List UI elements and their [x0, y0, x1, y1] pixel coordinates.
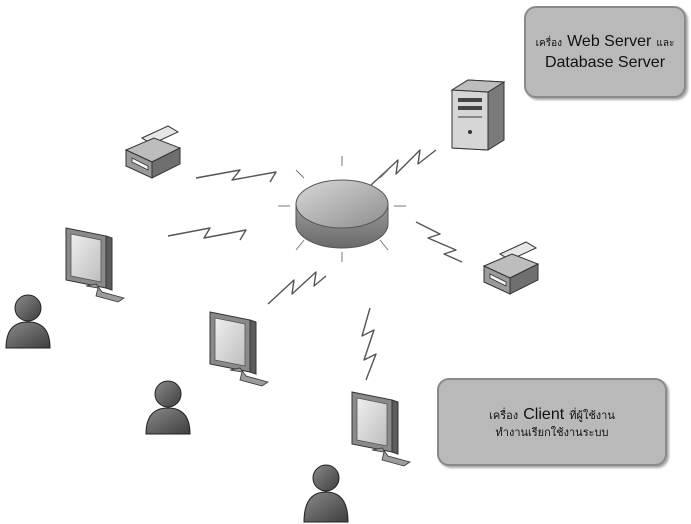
- server-icon: [450, 79, 506, 151]
- client-callout-suffix: ที่ผู้ใช้งาน: [569, 408, 615, 422]
- wireless-lightning-icon: [361, 307, 377, 381]
- user-icon: [5, 294, 51, 349]
- wireless-lightning-icon: [167, 227, 247, 241]
- client-callout-line2: ทำงานเรียกใช้งานระบบ: [495, 425, 609, 439]
- client-callout-line1: เครื่อง Client ที่ผู้ใช้งาน: [489, 404, 615, 426]
- client-callout: เครื่อง Client ที่ผู้ใช้งาน ทำงานเรียกใช…: [437, 378, 667, 466]
- wireless-lightning-icon: [195, 169, 277, 183]
- client-callout-client: Client: [523, 405, 565, 423]
- server-callout-conj: และ: [656, 37, 675, 49]
- wireless-lightning-icon: [415, 221, 463, 263]
- server-callout: เครื่อง Web Server และ Database Server: [524, 6, 686, 98]
- client-callout-prefix: เครื่อง: [489, 408, 519, 422]
- printer-icon: [482, 241, 540, 295]
- wireless-links: [167, 149, 463, 381]
- server-callout-prefix: เครื่อง: [535, 37, 563, 49]
- user-icon: [145, 380, 191, 435]
- wireless-lightning-icon: [267, 271, 327, 305]
- printer-icon: [124, 125, 182, 179]
- server-callout-line1: เครื่อง Web Server และ: [536, 31, 675, 53]
- wireless-lightning-icon: [369, 149, 437, 187]
- monitor-icon: [65, 227, 125, 303]
- monitor-icon: [351, 391, 411, 467]
- user-icon: [303, 464, 349, 523]
- server-callout-web-server: Web Server: [567, 32, 652, 50]
- network-hub-icon: [278, 156, 406, 262]
- monitor-icon: [209, 311, 269, 387]
- server-callout-line2: Database Server: [544, 53, 666, 71]
